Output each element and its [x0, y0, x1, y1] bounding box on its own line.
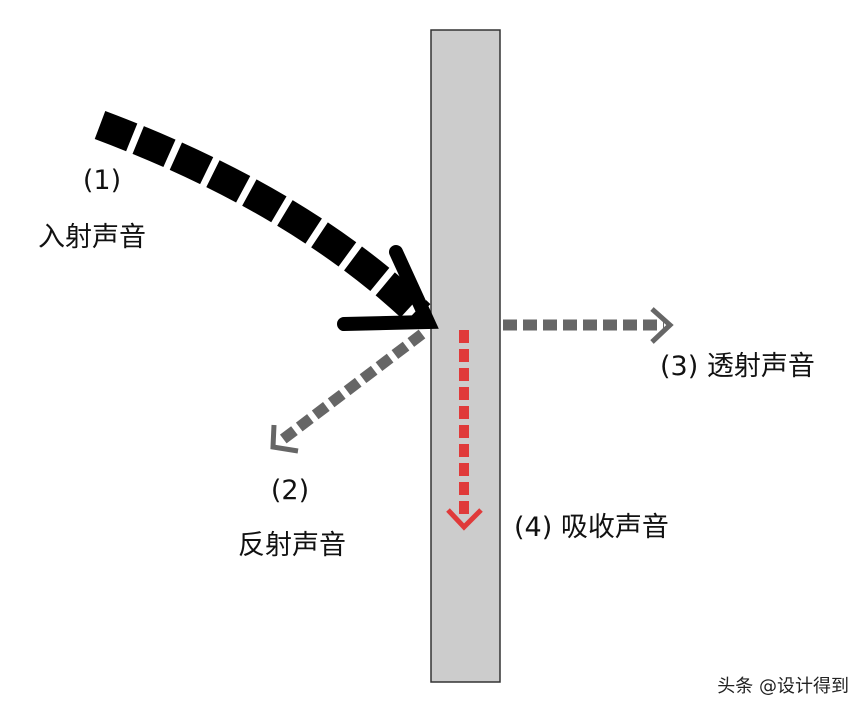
incident-arrow	[94, 110, 439, 331]
transmitted-label: (3) 透射声音	[660, 351, 815, 382]
absorbed-label: (4) 吸收声音	[514, 512, 669, 543]
incident-number: (1)	[82, 165, 122, 196]
reflected-number: (2)	[270, 475, 310, 506]
watermark: 头条 @设计得到	[717, 676, 849, 697]
reflected-label: 反射声音	[238, 530, 346, 561]
transmitted-arrow	[503, 307, 674, 344]
incident-label: 入射声音	[38, 222, 146, 253]
reflected-arrow	[270, 329, 426, 454]
absorbed-arrow	[446, 330, 483, 531]
